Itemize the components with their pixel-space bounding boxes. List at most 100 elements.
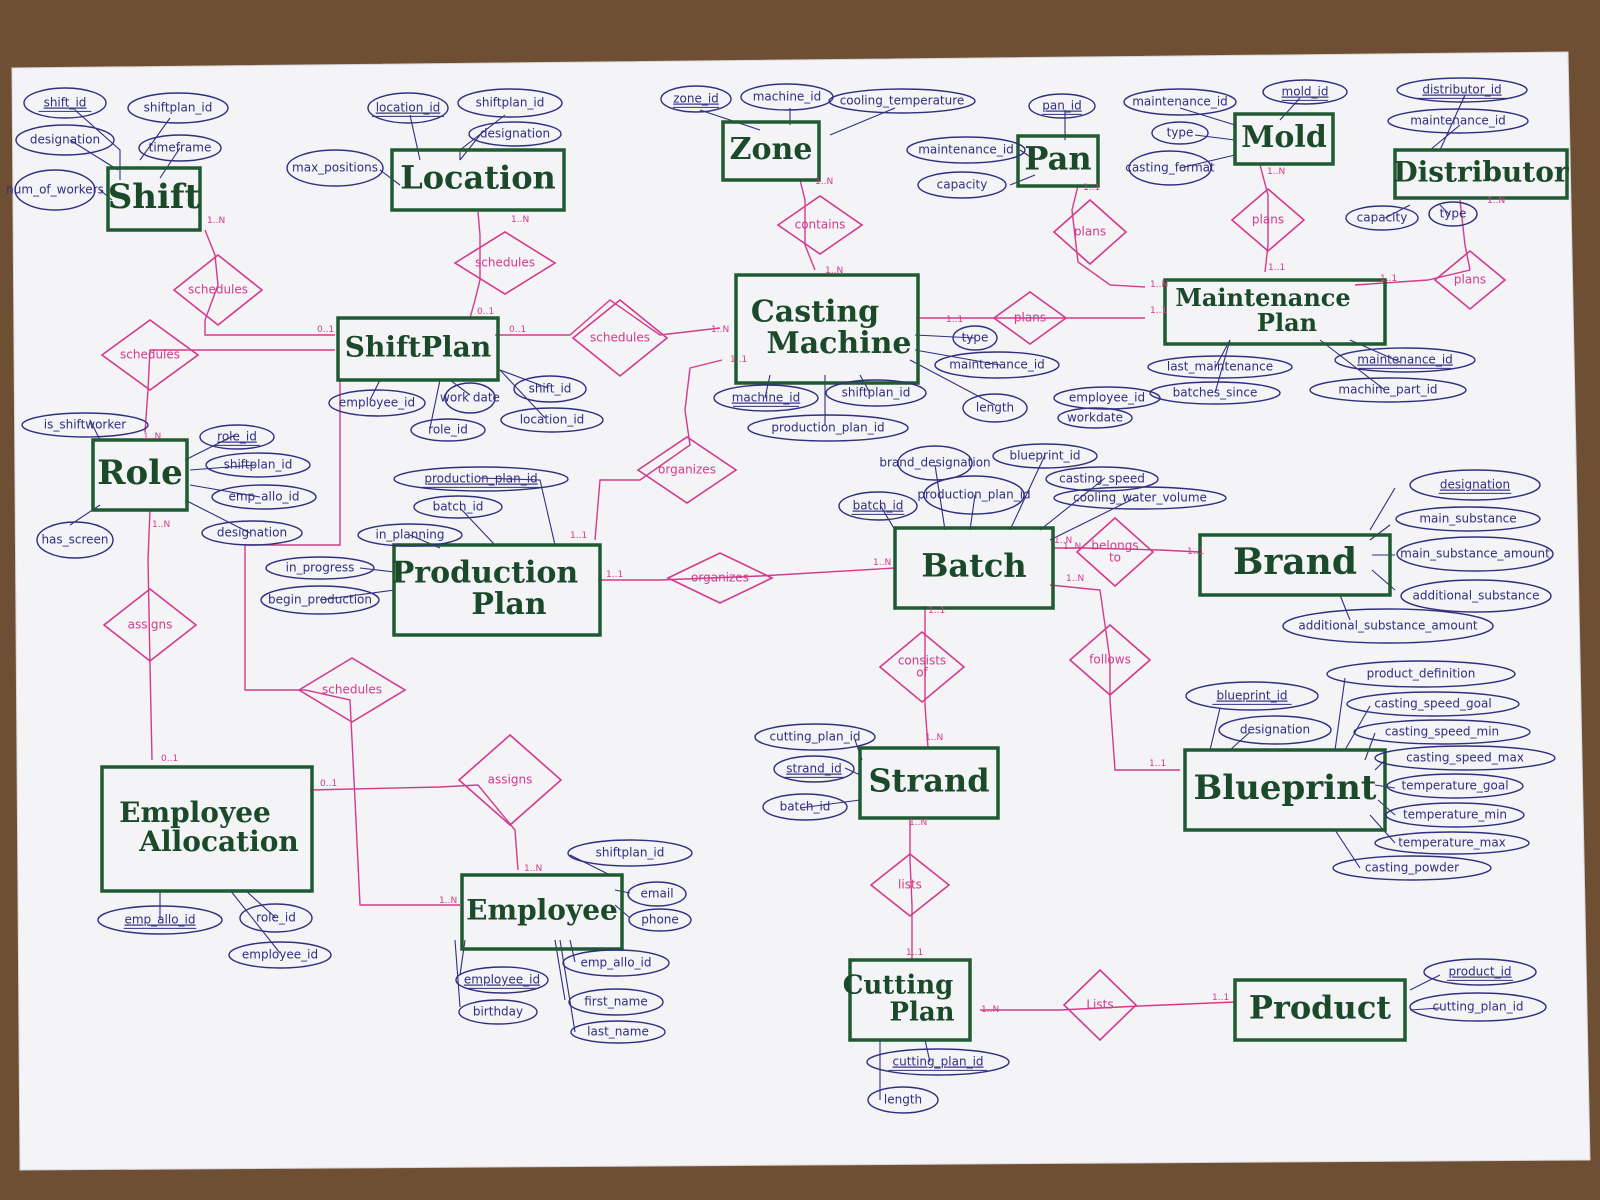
relationship-r_mold: plans — [1230, 187, 1306, 253]
attribute-a77: blueprint_id — [1185, 681, 1319, 711]
attribute-a59: main_substance — [1395, 506, 1541, 532]
attribute-label: machine_id — [753, 90, 822, 104]
attribute-label: type — [962, 331, 989, 345]
attribute-a3: designation — [15, 124, 115, 156]
cardinality-c34: 1..1 — [906, 948, 923, 958]
attribute-a2: shiftplan_id — [127, 92, 229, 124]
attribute-a37: last_maintenance — [1147, 355, 1293, 379]
entity-shiftplan: ShiftPlan — [336, 316, 500, 382]
attribute-label: emp_allo_id — [228, 490, 299, 504]
attribute-a42: role_id — [199, 424, 275, 450]
attribute-label: capacity — [1357, 211, 1408, 225]
attribute-a24: employee_id — [328, 389, 426, 417]
relationship-label: schedules — [590, 331, 650, 345]
cardinality-c3: 1..N — [511, 215, 529, 225]
relationship-label: Lists — [1086, 998, 1113, 1012]
attribute-label: designation — [480, 127, 550, 141]
attribute-label: shift_id — [529, 382, 572, 396]
entity-label: Role — [97, 453, 182, 493]
entity-strand: Strand — [858, 746, 1000, 820]
entity-label: Plan — [1257, 308, 1317, 337]
attribute-label: casting_speed_max — [1406, 751, 1524, 765]
attribute-label: first_name — [584, 995, 647, 1009]
attribute-a17: mold_id — [1262, 79, 1348, 105]
attribute-a28: location_id — [500, 407, 604, 433]
entity-label: Strand — [868, 762, 989, 800]
attribute-a84: temperature_min — [1385, 802, 1525, 828]
attribute-a23: type — [1428, 201, 1478, 227]
attribute-label: begin_production — [268, 593, 372, 607]
entity-label: Production — [392, 555, 579, 590]
relationship-label: lists — [898, 878, 922, 892]
entity-label: Batch — [921, 547, 1026, 585]
attribute-a61: additional_substance — [1400, 579, 1552, 613]
attribute-label: maintenance_id — [1132, 95, 1228, 109]
attribute-a75: strand_id — [773, 755, 855, 783]
cardinality-c29: 1..1 — [928, 606, 945, 616]
attribute-a70: emp_allo_id — [562, 949, 670, 977]
cardinality-c8: 1..N — [825, 266, 843, 276]
cardinality-c22: 1..N — [143, 432, 161, 442]
relationship-r_org1: organizes — [636, 436, 738, 504]
entity-distributor: Distributor — [1393, 148, 1570, 200]
attribute-label: shiftplan_id — [476, 96, 545, 110]
attribute-a90: cutting_plan_id — [1409, 992, 1547, 1022]
attribute-a31: length — [962, 393, 1028, 423]
cardinality-c9: 1..1 — [1083, 183, 1100, 193]
entity-label: Cutting — [843, 970, 954, 1000]
attribute-a10: zone_id — [660, 85, 732, 113]
cardinality-c23: 1..1 — [606, 570, 623, 580]
relationship-label: assigns — [488, 773, 533, 787]
entity-label: Shift — [108, 177, 201, 217]
relationship-r_lists2: Lists — [1062, 968, 1138, 1042]
attribute-label: main_substance_amount — [1400, 547, 1550, 561]
entity-label: Product — [1249, 989, 1391, 1027]
attribute-a19: casting_format — [1125, 150, 1215, 186]
attribute-a38: batches_since — [1149, 381, 1281, 405]
attribute-a60: main_substance_amount — [1396, 536, 1554, 572]
entity-brand: Brand — [1198, 533, 1392, 597]
cardinality-c20: 1..1 — [1187, 547, 1204, 557]
attribute-label: capacity — [937, 178, 988, 192]
attribute-a30: maintenance_id — [934, 351, 1060, 379]
attribute-a1: shift_id — [23, 87, 107, 119]
relationship-r_org2: organizes — [666, 552, 774, 604]
attribute-a88: length — [867, 1086, 939, 1114]
attribute-a76: batch_id — [762, 793, 848, 821]
attribute-a80: casting_speed_goal — [1346, 691, 1520, 717]
attribute-label: location_id — [376, 101, 441, 115]
cardinality-c7: 1..N — [815, 177, 833, 187]
cardinality-c26: 0..1 — [320, 779, 337, 789]
relationship-label: schedules — [188, 283, 248, 297]
attribute-label: work date — [440, 391, 500, 405]
attribute-a26: shift_id — [513, 375, 587, 403]
attribute-label: batch_id — [433, 500, 484, 514]
attribute-a32: machine_id — [713, 384, 819, 412]
relationship-r_assigns1: assigns — [102, 587, 198, 663]
attribute-label: role_id — [256, 911, 296, 925]
cardinality-c25: 0..1 — [161, 754, 178, 764]
attribute-a87: cutting_plan_id — [866, 1048, 1010, 1076]
attribute-label: has_screen — [41, 533, 108, 547]
entity-mold: Mold — [1233, 112, 1335, 166]
attribute-a5: num_of_workers — [6, 169, 104, 211]
cardinality-c27: 1..N — [524, 864, 542, 874]
relationship-r_lists1: lists — [869, 852, 951, 918]
attribute-label: cutting_plan_id — [892, 1055, 983, 1069]
attribute-a51: begin_production — [260, 585, 380, 615]
attribute-label: production_plan_id — [917, 488, 1030, 502]
entity-product: Product — [1233, 978, 1407, 1042]
attribute-label: casting_powder — [1365, 861, 1459, 875]
attribute-a73: last_name — [570, 1020, 666, 1044]
relationship-label: plans — [1014, 311, 1046, 325]
relationship-label: schedules — [322, 683, 382, 697]
attribute-a55: production_plan_id — [917, 475, 1031, 515]
attribute-label: max_positions — [292, 161, 378, 175]
attribute-label: maintenance_id — [918, 143, 1014, 157]
attribute-label: additional_substance — [1413, 589, 1540, 603]
attribute-label: temperature_min — [1403, 808, 1507, 822]
